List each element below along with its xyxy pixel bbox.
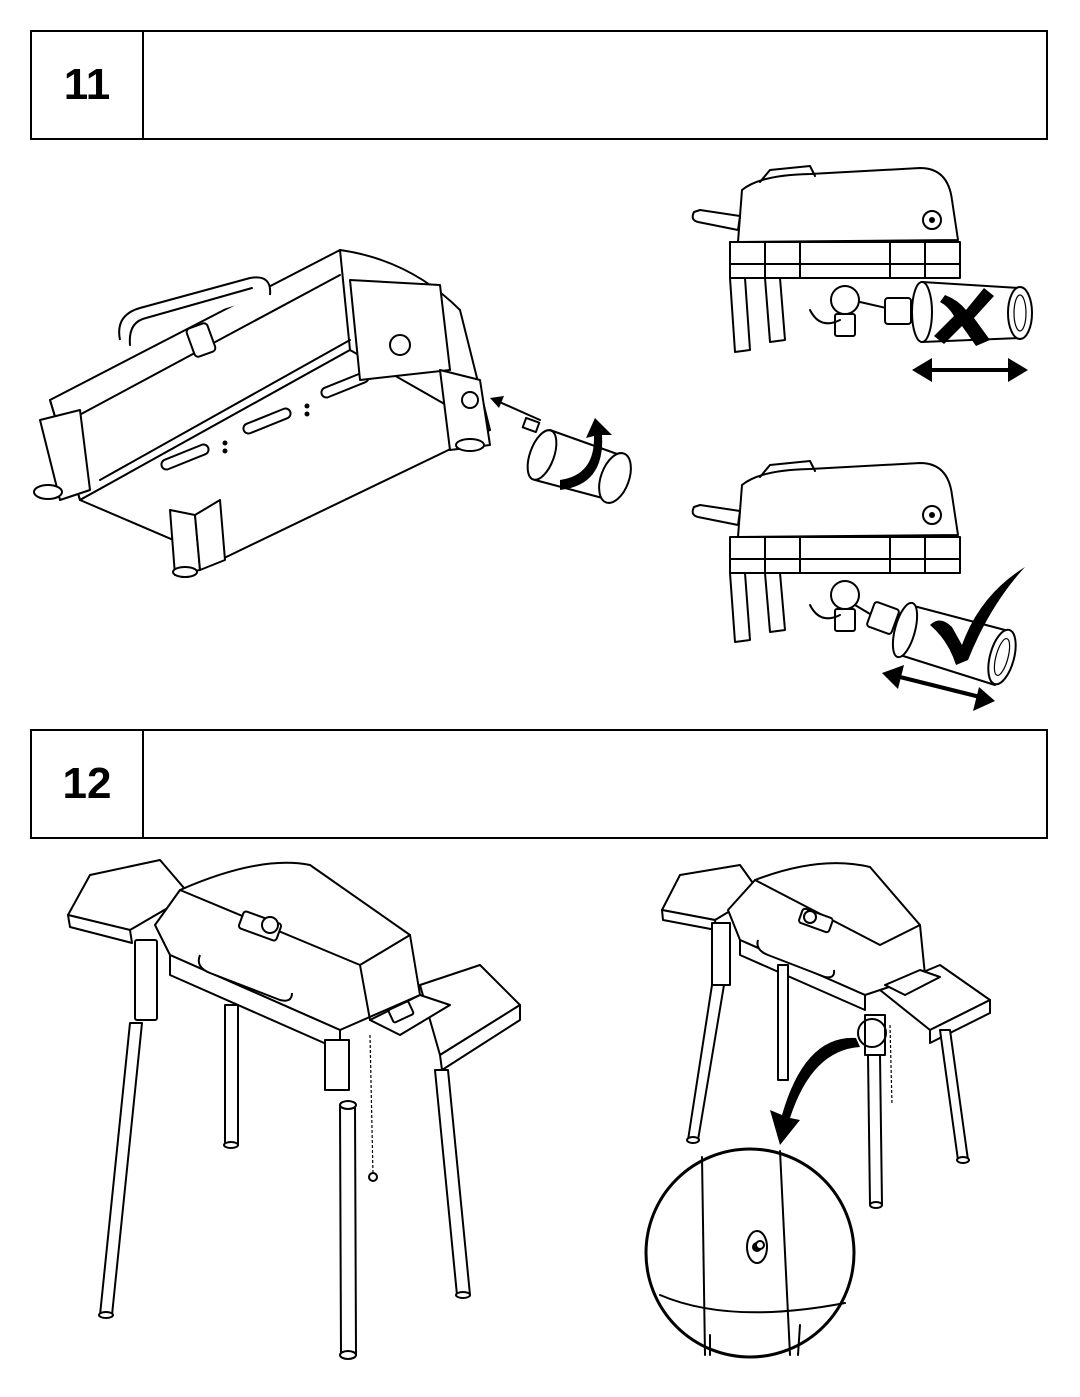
curved-arrow-icon xyxy=(560,418,612,490)
step-number: 12 xyxy=(32,731,144,837)
step-12-header: 12 xyxy=(30,729,1048,839)
step-number: 11 xyxy=(32,32,144,138)
curved-arrow-icon xyxy=(770,1037,860,1145)
step-11-header: 11 xyxy=(30,30,1048,140)
step-instruction xyxy=(144,32,1046,138)
gas-cylinder xyxy=(522,418,637,507)
double-arrow-icon xyxy=(882,665,995,711)
grill-legs-insert-illustration xyxy=(60,855,530,1365)
incorrect-connection-view xyxy=(690,160,1040,382)
step-instruction xyxy=(144,731,1046,837)
check-mark-icon xyxy=(930,567,1025,665)
correct-connection-view xyxy=(690,455,1025,711)
grill-cylinder-attach-illustration xyxy=(20,230,660,590)
leg-lock-detail xyxy=(646,1149,854,1357)
double-arrow-icon xyxy=(912,358,1028,382)
x-mark-icon xyxy=(934,288,994,346)
grill-assembled-detail-illustration xyxy=(650,855,1010,1375)
